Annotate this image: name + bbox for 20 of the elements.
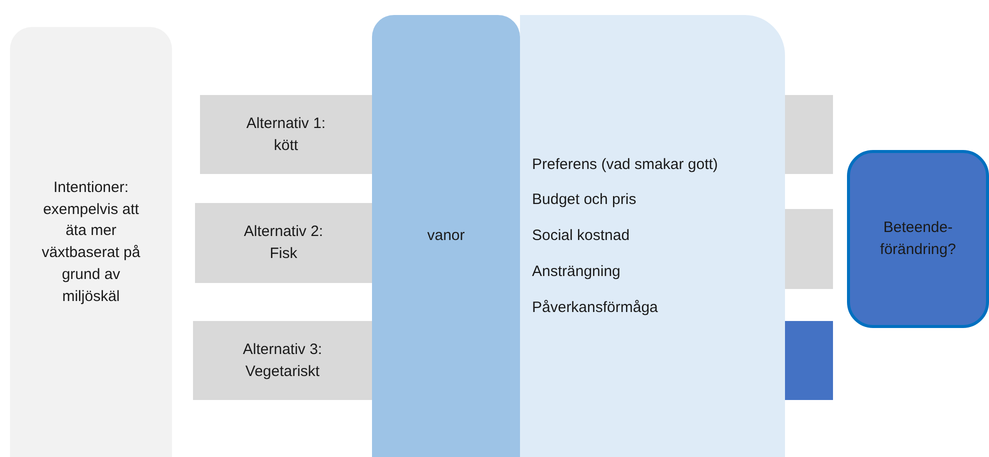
- option-label: Alternativ 2: Fisk: [242, 222, 324, 264]
- bar-end: [785, 95, 833, 174]
- intention-text: Intentioner: exempelvis att äta mer växtbaserat på grund av miljöskäl: [40, 178, 142, 306]
- factor-item: Preferens (vad smakar gott): [532, 154, 719, 175]
- bar-end: [785, 209, 833, 289]
- outcome-label: Beteende- förändring?: [879, 218, 957, 260]
- option-bar: [195, 203, 372, 283]
- factor-panel: [520, 15, 785, 457]
- factor-item: Social kostnad: [532, 226, 631, 246]
- option-label: Alternativ 3: Vegetariskt: [242, 340, 324, 382]
- factor-item: Påverkansförmåga: [532, 298, 659, 318]
- factor-item: Budget och pris: [532, 190, 638, 210]
- bar-end: [785, 321, 833, 400]
- option-bar: [193, 321, 372, 400]
- habit-label: vanor: [427, 226, 465, 246]
- option-label: Alternativ 1: kött: [245, 114, 327, 156]
- habit-column: [372, 15, 520, 457]
- factor-item: Ansträngning: [532, 262, 622, 282]
- outcome-box: [847, 150, 989, 328]
- option-bar: [200, 95, 372, 174]
